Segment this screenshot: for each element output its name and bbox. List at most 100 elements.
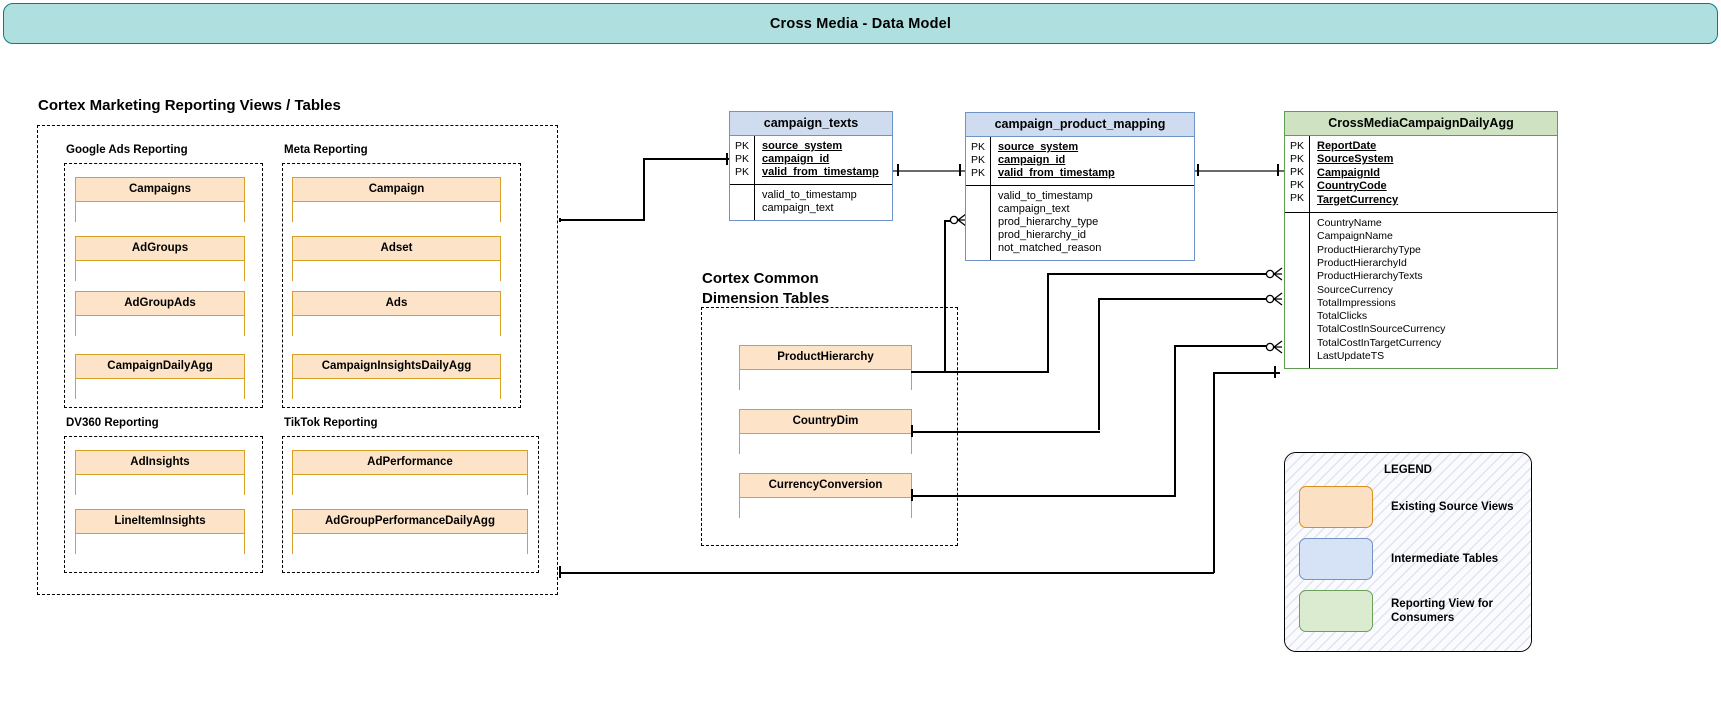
connector-reporting-to-campaign-texts-h [559, 219, 645, 221]
connector-tick-texts-right [897, 164, 899, 176]
entity-body [76, 534, 244, 556]
entity-producthierarchy[interactable]: ProductHierarchy [739, 345, 912, 392]
er-attribute-block: valid_to_timestamp campaign_text prod_hi… [966, 186, 1194, 260]
group-label-google-ads: Google Ads Reporting [66, 144, 188, 156]
crowsfoot-icon-row3 [1265, 340, 1283, 354]
attr-name-column: valid_to_timestamp campaign_text prod_hi… [990, 186, 1194, 260]
attr-marker-column [966, 186, 990, 260]
entity-lineiteminsights[interactable]: LineItemInsights [75, 509, 245, 556]
er-table-crossmedia-campaign-daily-agg[interactable]: CrossMediaCampaignDailyAgg PK PK PK PK P… [1284, 111, 1558, 370]
legend-swatch-blue [1299, 538, 1373, 580]
entity-body [740, 498, 911, 520]
er-primary-key-block: PK PK PK source_system campaign_id valid… [730, 136, 892, 185]
connector-bottom-tick [559, 566, 561, 578]
connector-tick-mapping-right [1197, 164, 1199, 176]
group-label-tiktok: TikTok Reporting [284, 417, 378, 429]
entity-meta-campaign[interactable]: Campaign [292, 177, 501, 224]
entity-title: Adset [293, 237, 500, 261]
connector-currency-v [1174, 345, 1176, 496]
entity-title: CurrencyConversion [740, 474, 911, 498]
group-box-dv360 [64, 436, 263, 573]
entity-adgroupperformancedailyagg[interactable]: AdGroupPerformanceDailyAgg [292, 509, 528, 556]
er-primary-key-block: PK PK PK source_system campaign_id valid… [966, 137, 1194, 186]
attr-marker-column [730, 185, 754, 220]
legend-label: Existing Source Views [1391, 501, 1514, 513]
entity-title: AdGroups [76, 237, 244, 261]
group-box-tiktok [282, 436, 539, 573]
entity-body [293, 316, 500, 338]
entity-countrydim[interactable]: CountryDim [739, 409, 912, 456]
entity-body [76, 202, 244, 224]
entity-title: CampaignDailyAgg [76, 355, 244, 379]
legend-swatch-orange [1299, 486, 1373, 528]
entity-body [76, 475, 244, 497]
entity-adgroupads[interactable]: AdGroupAds [75, 291, 245, 338]
er-table-campaign-texts[interactable]: campaign_texts PK PK PK source_system ca… [729, 111, 893, 221]
legend-item-existing-source-views: Existing Source Views [1285, 486, 1531, 528]
connector-countrydim-h [911, 431, 1100, 433]
group-box-meta [282, 163, 521, 408]
pk-name-column: source_system campaign_id valid_from_tim… [990, 137, 1194, 185]
er-table-campaign-product-mapping[interactable]: campaign_product_mapping PK PK PK source… [965, 112, 1195, 261]
legend-label: Intermediate Tables [1391, 553, 1499, 565]
pk-name-column: ReportDate SourceSystem CampaignId Count… [1309, 136, 1557, 213]
entity-adset[interactable]: Adset [292, 236, 501, 283]
entity-body [293, 475, 527, 497]
entity-campaigndailyagg[interactable]: CampaignDailyAgg [75, 354, 245, 401]
er-primary-key-block: PK PK PK PK PK ReportDate SourceSystem C… [1285, 136, 1557, 214]
entity-title: AdInsights [76, 451, 244, 475]
entity-ads[interactable]: Ads [292, 291, 501, 338]
attr-name-column: CountryName CampaignName ProductHierarch… [1309, 213, 1557, 369]
connector-currency-h [911, 495, 1176, 497]
entity-body [293, 534, 527, 556]
legend-box: LEGEND Existing Source Views Intermediat… [1284, 452, 1532, 652]
entity-title: AdGroupAds [76, 292, 244, 316]
connector-currency-tick [911, 489, 913, 501]
entity-title: AdGroupPerformanceDailyAgg [293, 510, 527, 534]
connector-crow-tick-texts [726, 153, 728, 165]
entity-title: Ads [293, 292, 500, 316]
group-box-google-ads [64, 163, 263, 408]
entity-currencyconversion[interactable]: CurrencyConversion [739, 473, 912, 520]
entity-campaigninsightsdailyagg[interactable]: CampaignInsightsDailyAgg [292, 354, 501, 401]
connector-currency-h2 [1174, 345, 1269, 347]
legend-item-intermediate-tables: Intermediate Tables [1285, 538, 1531, 580]
er-table-title: campaign_texts [730, 112, 892, 136]
entity-body [740, 434, 911, 456]
legend-title: LEGEND [1384, 464, 1432, 476]
pk-marker-column: PK PK PK [734, 140, 749, 178]
er-table-title: CrossMediaCampaignDailyAgg [1285, 112, 1557, 136]
entity-adinsights[interactable]: AdInsights [75, 450, 245, 497]
connector-mapping-to-crossmedia [1194, 170, 1284, 172]
entity-title: LineItemInsights [76, 510, 244, 534]
connector-tick-mapping-left [959, 164, 961, 176]
connector-bottom-v [1213, 372, 1215, 573]
group-label-dv360: DV360 Reporting [66, 417, 159, 429]
pk-name-column: source_system campaign_id valid_from_tim… [754, 136, 892, 184]
entity-campaigns[interactable]: Campaigns [75, 177, 245, 224]
legend-swatch-green [1299, 590, 1373, 632]
connector-tick-crossmedia-left [1277, 164, 1279, 176]
connector-ph-to-crossmedia-h1b [1047, 273, 1269, 275]
entity-body [293, 379, 500, 401]
connector-producthierarchy-v [944, 220, 946, 372]
entity-adperformance[interactable]: AdPerformance [292, 450, 528, 497]
group-label-meta: Meta Reporting [284, 144, 368, 156]
common-dimensions-container [701, 307, 958, 546]
entity-title: AdPerformance [293, 451, 527, 475]
legend-item-reporting-view: Reporting View for Consumers [1285, 590, 1531, 632]
reporting-views-section-title: Cortex Marketing Reporting Views / Table… [38, 97, 341, 114]
entity-title: CountryDim [740, 410, 911, 434]
entity-adgroups[interactable]: AdGroups [75, 236, 245, 283]
reporting-views-container [37, 125, 558, 595]
pk-marker-column: PK PK PK PK PK [1289, 140, 1304, 204]
entity-body [740, 370, 911, 392]
connector-ph-to-crossmedia-v2 [1098, 298, 1100, 430]
er-attribute-block: CountryName CampaignName ProductHierarch… [1285, 213, 1557, 369]
connector-countrydim-tick [911, 425, 913, 437]
connector-bottom-h [559, 572, 1214, 574]
legend-content: LEGEND Existing Source Views Intermediat… [1285, 464, 1531, 632]
connector-ph-to-crossmedia-v1 [1047, 273, 1049, 372]
connector-texts-to-mapping [893, 170, 965, 172]
page-title: Cross Media - Data Model [769, 15, 952, 32]
